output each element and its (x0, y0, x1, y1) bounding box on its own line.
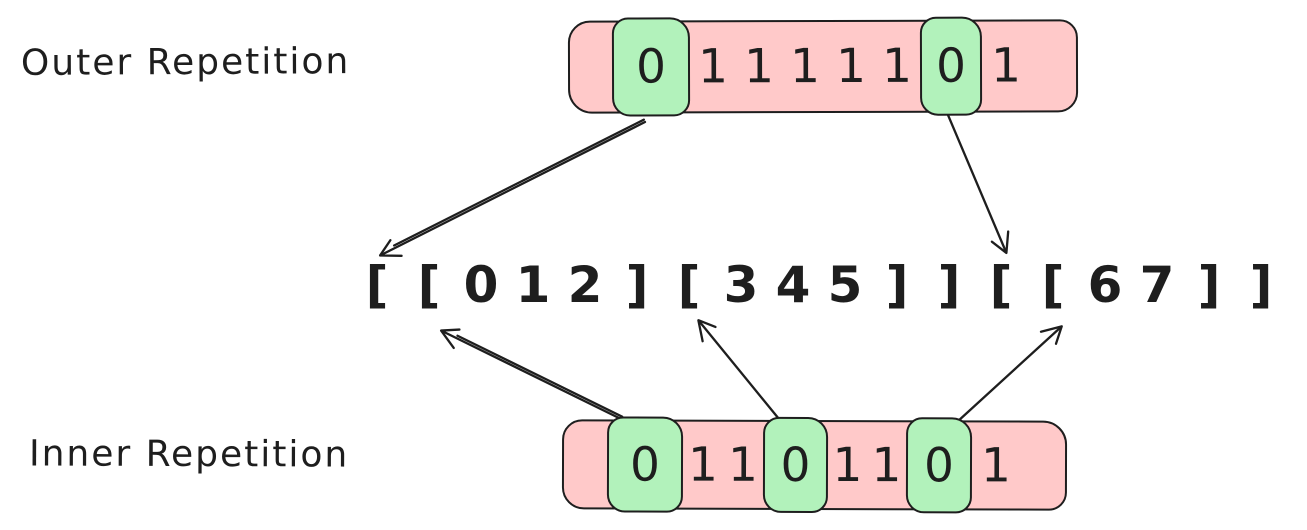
array-token-13: [ (1041, 256, 1065, 314)
array-token-5: ] (625, 256, 649, 314)
outer-repetition-label: Outer Repetition (20, 41, 351, 84)
array-token-16: ] (1197, 256, 1221, 314)
array-token-17: ] (1249, 256, 1273, 314)
arrow-inner-zero-3-to-inner-group-2 (697, 319, 781, 421)
arrow-inner-zero-6-to-inner-group-3 (955, 325, 1063, 424)
array-token-10: ] (885, 256, 909, 314)
digit-cell-5: 1 (871, 437, 902, 493)
array-token-9: 5 (827, 256, 863, 314)
array-token-6: [ (677, 256, 701, 314)
highlighted-digit-cell-6: 0 (905, 417, 973, 514)
array-token-7: 3 (723, 256, 759, 314)
array-token-4: 2 (567, 256, 603, 314)
digit-cell-7: 1 (990, 38, 1022, 94)
digit-cell-4: 1 (835, 38, 867, 94)
digit-cell-5: 1 (881, 38, 913, 94)
digit-cell-2: 1 (727, 437, 759, 493)
array-token-1: [ (417, 256, 441, 314)
arrow-outer-zero-0-to-outer-group-1 (378, 118, 647, 257)
array-token-0: [ (365, 256, 389, 314)
highlighted-digit-cell-6: 0 (919, 16, 983, 116)
digit-cell-2: 1 (743, 39, 775, 95)
array-token-11: ] (937, 256, 961, 314)
highlighted-digit-cell-0: 0 (611, 17, 691, 117)
digit-cell-1: 1 (697, 39, 729, 95)
digit-cell-4: 1 (832, 437, 863, 493)
inner-repetition-label: Inner Repetition (28, 433, 350, 476)
array-token-2: 0 (463, 256, 499, 314)
array-token-8: 4 (775, 256, 811, 314)
array-token-12: [ (989, 256, 1013, 314)
digit-cell-1: 1 (687, 437, 719, 493)
highlighted-digit-cell-0: 0 (606, 416, 684, 513)
arrow-inner-zero-0-to-inner-group-1 (439, 328, 624, 421)
array-token-15: 7 (1139, 256, 1175, 314)
digit-cell-3: 1 (789, 39, 821, 95)
highlighted-digit-cell-3: 0 (762, 416, 829, 514)
digit-cell-7: 1 (980, 437, 1012, 494)
arrow-outer-zero-6-to-outer-group-2 (946, 113, 1010, 255)
array-token-14: 6 (1087, 256, 1123, 314)
array-token-3: 1 (515, 256, 551, 314)
